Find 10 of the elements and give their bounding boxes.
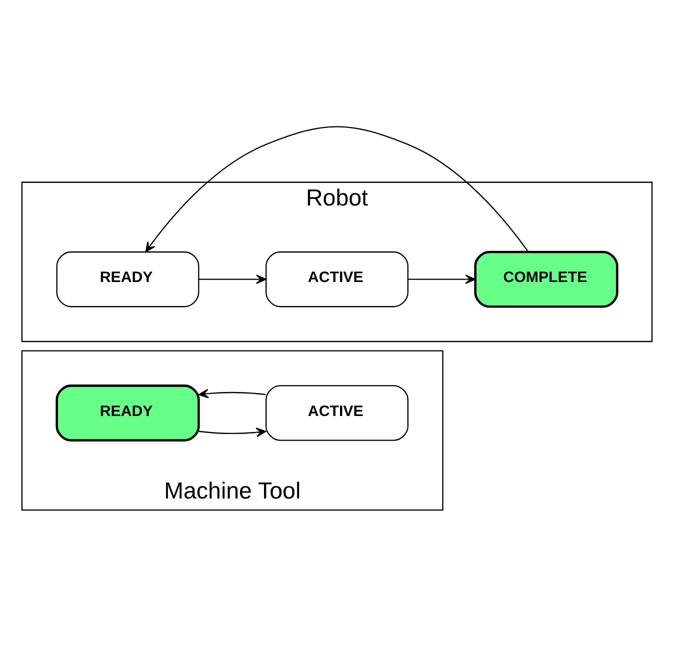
- arrow: [145, 126, 529, 252]
- arrow: [198, 274, 266, 284]
- node-box: COMPLETE: [474, 250, 618, 308]
- arrow: [408, 274, 476, 284]
- node-box: READY: [56, 384, 200, 441]
- arrow: [198, 427, 266, 437]
- node-box: READY: [56, 250, 200, 307]
- node-box: ACTIVE: [266, 250, 408, 307]
- arrow: [198, 388, 266, 398]
- node-box: ACTIVE: [266, 384, 408, 440]
